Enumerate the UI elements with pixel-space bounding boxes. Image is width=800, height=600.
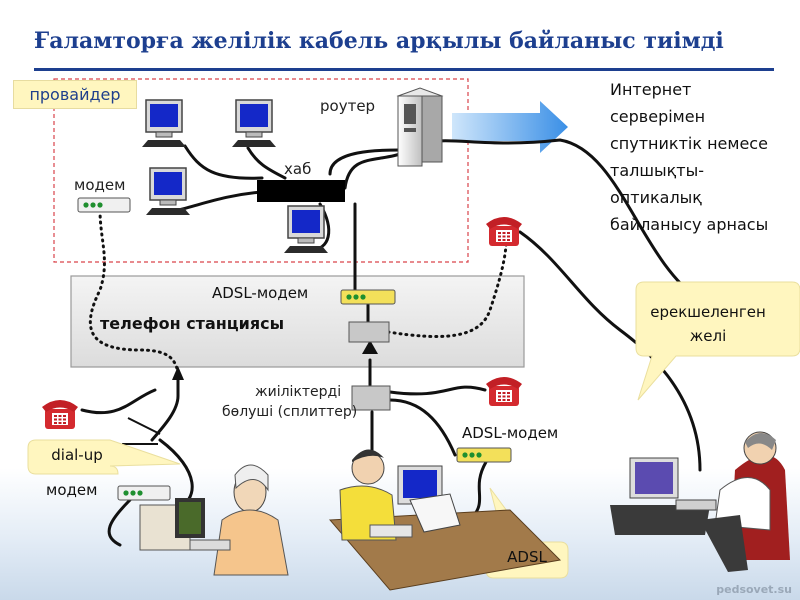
description-line: байланысу арнасы (610, 215, 769, 234)
adsl-modem-user-label: ADSL-модем (462, 424, 559, 442)
computer-icon (141, 99, 187, 148)
phone-station-box (70, 275, 525, 368)
adsl-callout-text: ADSL (507, 548, 547, 566)
computer-icon (231, 99, 277, 148)
dialup-callout (27, 439, 181, 475)
page-title: Ғаламторға желілік кабель арқылы байланы… (34, 28, 724, 54)
internet-arrow (452, 101, 568, 153)
dialup-user-illustration (139, 464, 289, 576)
phone-icon (42, 400, 78, 429)
modem-label-top: модем (74, 176, 126, 194)
provider-area (53, 78, 469, 263)
adsl-modem-icon (340, 289, 396, 305)
watermark-text: pedsovet.su (716, 583, 792, 596)
splitter-box (348, 321, 390, 343)
internet-description: Интернет серверімен спутниктік немесе та… (610, 76, 795, 238)
description-line: Интернет (610, 80, 692, 99)
modem-label-bottom: модем (46, 481, 98, 499)
description-line: оптикалық (610, 188, 702, 207)
router-icon (396, 87, 444, 167)
description-line: серверімен (610, 107, 706, 126)
adsl-modem-station-label: ADSL-модем (212, 284, 309, 302)
adsl-user-illustration (328, 449, 562, 591)
router-label: роутер (320, 97, 376, 115)
hub-device (257, 180, 345, 202)
special-line-callout-text: ерекшеленген желі (640, 300, 776, 348)
description-line: спутниктік немесе (610, 134, 768, 153)
special-line-user-illustration (610, 431, 790, 572)
adsl-modem-icon (456, 447, 512, 463)
splitter-label-line2: бөлуші (сплиттер) (222, 404, 358, 420)
special-line-callout (635, 281, 800, 401)
modem-icon (117, 485, 171, 501)
splitter-label-line1: жиіліктерді (255, 384, 342, 400)
title-underline (34, 68, 774, 71)
phone-icon (486, 377, 522, 406)
splitter-box (351, 385, 391, 411)
dialup-callout-text: dial-up (51, 446, 103, 464)
phone-icon (486, 217, 522, 246)
hub-label: хаб (284, 160, 312, 178)
modem-icon (77, 197, 131, 213)
special-line-text-line1: ерекшеленген (650, 303, 766, 321)
description-line: талшықты- (610, 161, 705, 180)
special-line-text-line2: желі (689, 327, 727, 345)
phone-station-label: телефон станциясы (100, 314, 285, 333)
provider-label: провайдер (13, 80, 137, 109)
